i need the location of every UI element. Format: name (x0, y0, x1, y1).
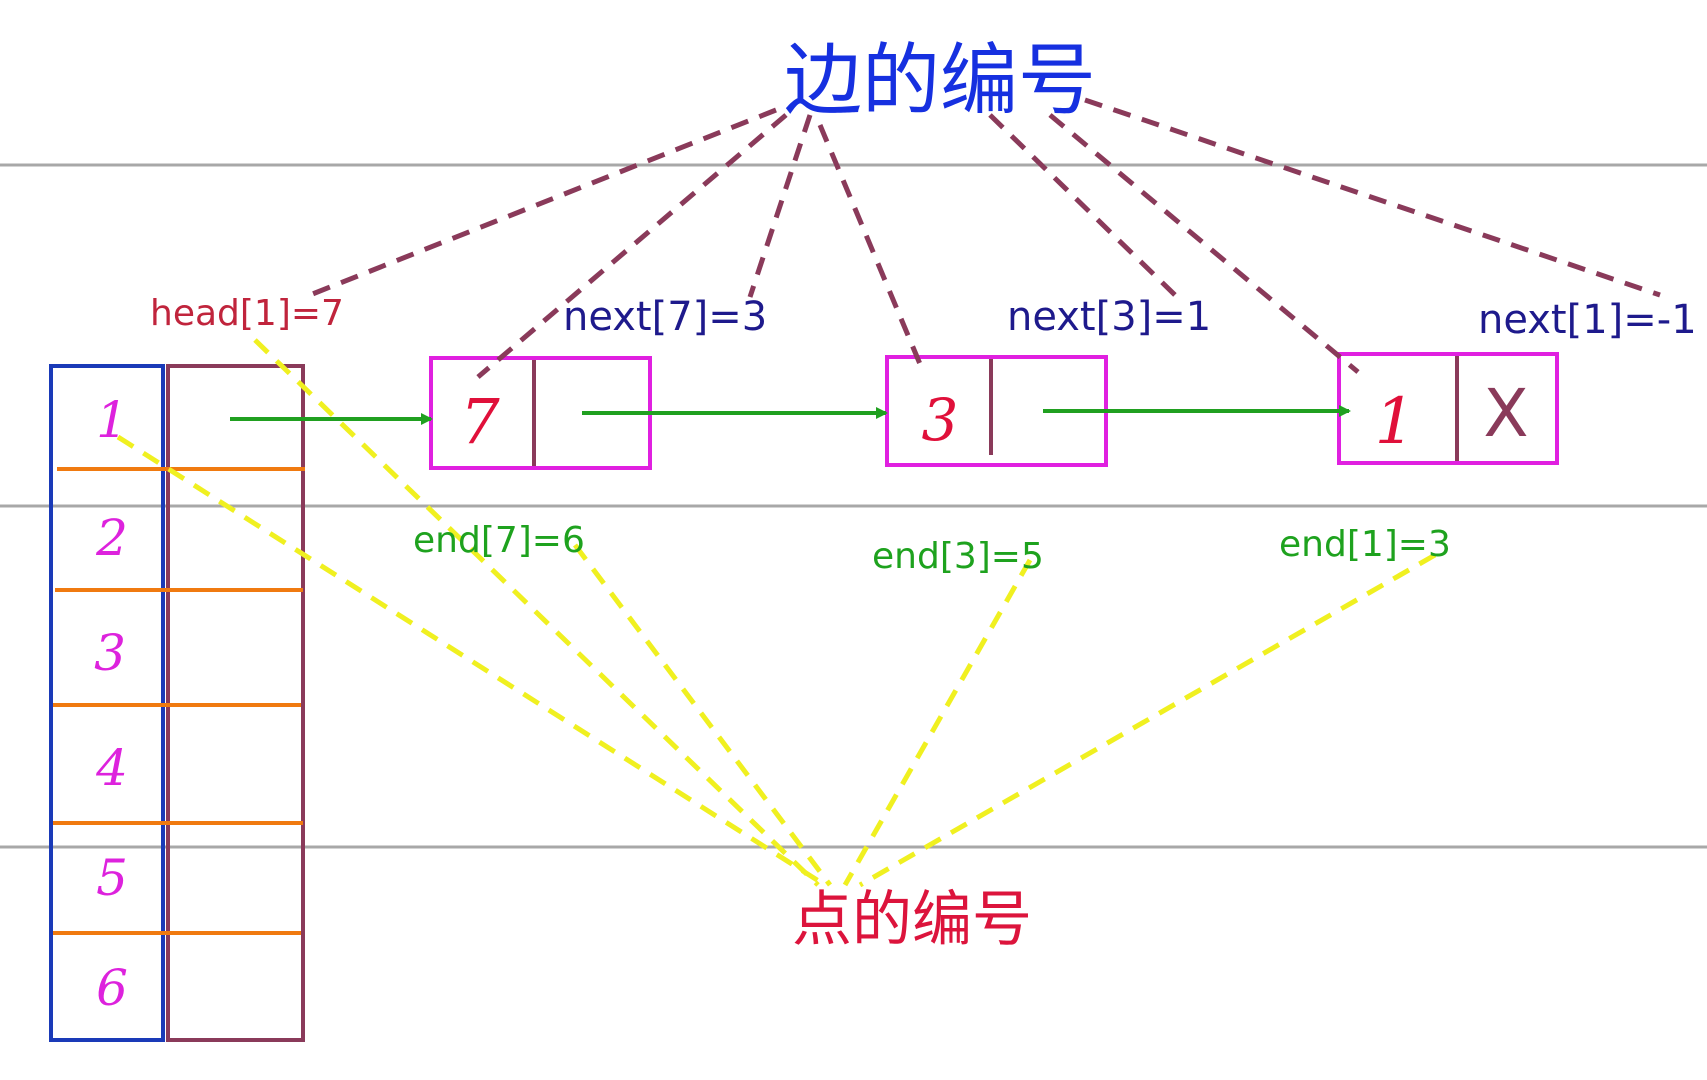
null-x-mark: X (1483, 375, 1528, 452)
ruled-lines (0, 163, 1707, 849)
vertex-number: 3 (94, 624, 126, 682)
dash-line (573, 543, 832, 887)
dash-line (1048, 113, 1360, 374)
vertex-number-title: 点的编号 (792, 885, 1032, 955)
node-id: 7 (460, 385, 500, 458)
edge-number-title: 边的编号 (784, 36, 1096, 126)
arrows (230, 405, 1351, 425)
next-label: next[1]=-1 (1478, 297, 1697, 343)
node-3: 3 (885, 355, 1108, 467)
vertex-number: 5 (96, 849, 128, 907)
vertex-number-dashes (116, 338, 1437, 888)
dash-line (476, 113, 788, 379)
vertex-number: 2 (95, 509, 128, 567)
dash-line (817, 124, 923, 365)
end-label: end[3]=5 (872, 536, 1044, 577)
dash-line (1084, 97, 1661, 298)
head-array: 1 2 3 4 5 6 (49, 364, 305, 1042)
vertex-number: 6 (96, 959, 128, 1017)
end-label: end[7]=6 (413, 520, 585, 561)
vertex-number: 4 (95, 739, 128, 797)
next-label: next[7]=3 (563, 294, 767, 340)
node-id: 3 (922, 386, 959, 454)
row-dividers (53, 467, 305, 935)
edge-number-dashes (309, 97, 1661, 379)
dash-line (747, 114, 813, 298)
node-id: 1 (1375, 385, 1416, 459)
node-1: 1 X (1337, 352, 1559, 465)
next-label: next[3]=1 (1007, 294, 1211, 340)
dash-line (842, 558, 1033, 887)
dash-line (858, 552, 1437, 888)
dash-line (309, 107, 777, 298)
head-label: head[1]=7 (150, 293, 344, 334)
dash-line (988, 113, 1177, 297)
dash-line (253, 338, 820, 887)
dash-line (116, 434, 827, 888)
end-label: end[1]=3 (1279, 524, 1451, 565)
